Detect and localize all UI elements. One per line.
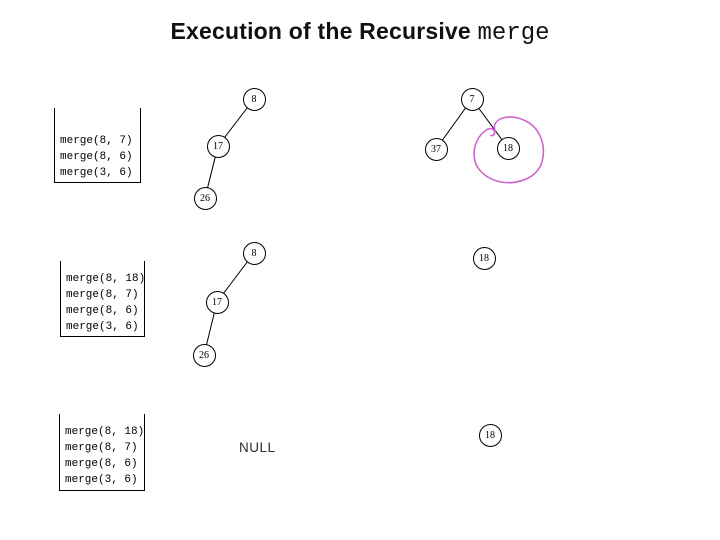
call-stack-entry: merge(3, 6)	[60, 167, 133, 179]
call-stack-entry: merge(8, 7)	[65, 442, 138, 454]
title-text: Execution of the Recursive	[170, 18, 478, 44]
call-stack-entry: merge(8, 6)	[60, 151, 133, 163]
node-18: 18	[472, 246, 496, 270]
node-17: 17	[206, 134, 230, 158]
page-title: Execution of the Recursive merge	[0, 18, 720, 47]
node-8: 8	[242, 87, 266, 111]
node-8: 8	[242, 241, 266, 265]
call-stack-box-1: merge(8, 7) merge(8, 6) merge(3, 6)	[54, 108, 141, 183]
node-26: 26	[192, 343, 216, 367]
title-code-word: merge	[477, 20, 550, 47]
call-stack-entry: merge(3, 6)	[65, 474, 138, 486]
node-18: 18	[496, 136, 520, 160]
call-stack-entry: merge(8, 7)	[60, 135, 133, 147]
call-stack-entry: merge(8, 7)	[66, 289, 139, 301]
call-stack-entry: merge(8, 6)	[65, 458, 138, 470]
node-7: 7	[460, 87, 484, 111]
call-stack-box-3: merge(8, 18) merge(8, 7) merge(8, 6) mer…	[59, 414, 145, 491]
call-stack-entry: merge(8, 18)	[66, 273, 146, 285]
call-stack-entry: merge(8, 18)	[65, 426, 145, 438]
node-26: 26	[193, 186, 217, 210]
null-label: NULL	[239, 440, 276, 455]
node-18: 18	[478, 423, 502, 447]
node-17: 17	[205, 290, 229, 314]
call-stack-entry: merge(3, 6)	[66, 321, 139, 333]
node-37: 37	[424, 137, 448, 161]
call-stack-entry: merge(8, 6)	[66, 305, 139, 317]
call-stack-box-2: merge(8, 18) merge(8, 7) merge(8, 6) mer…	[60, 261, 145, 337]
